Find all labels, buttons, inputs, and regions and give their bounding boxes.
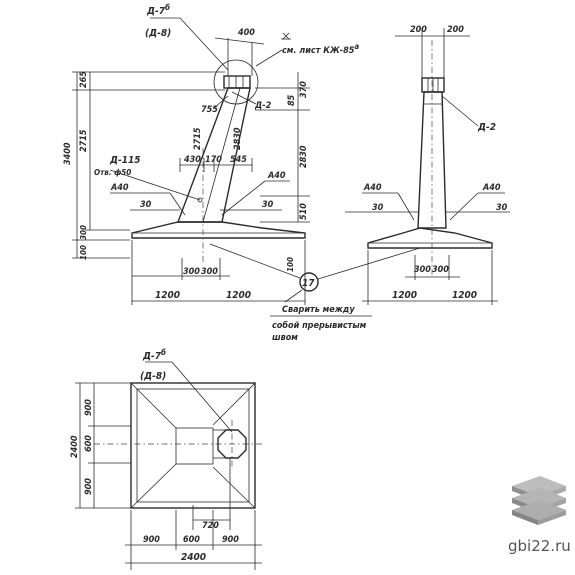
- front-a40-left: А40: [363, 183, 382, 193]
- dim-85: 85: [287, 94, 297, 106]
- dim-510: 510: [299, 203, 309, 220]
- front-dim-1200-right: 1200: [452, 290, 477, 301]
- front-view: 200 200 Д-2 А40 А40 30 30 300 300 1200 1…: [345, 25, 510, 305]
- plan-view: Д-7б (Д-8) 900 600 900 2400 720 900 600 …: [70, 347, 262, 570]
- slabs-logo-icon: [512, 476, 566, 525]
- plan-inner: [136, 388, 250, 503]
- dim-1200-right: 1200: [226, 290, 251, 301]
- node-ref-sub: (Д-8): [145, 28, 171, 39]
- plan-dim-900-r: 900: [222, 535, 239, 545]
- plan-dim-2400-h: 2400: [181, 552, 206, 563]
- dim-545: 545: [230, 155, 247, 165]
- front-dim-300-a: 300: [414, 265, 431, 275]
- plan-column-base: [175, 427, 214, 465]
- callout-number: 17: [302, 278, 315, 289]
- dim-30-right: 30: [262, 200, 274, 210]
- dim-400: 400: [238, 28, 255, 38]
- site-watermark: gbi22.ru: [508, 476, 571, 555]
- d2-side: Д-2: [254, 101, 272, 111]
- dim-2830-inner: 2830: [233, 127, 243, 150]
- dim-265: 265: [79, 71, 89, 88]
- dim-755: 755: [201, 105, 218, 115]
- dim-170: 170: [205, 155, 222, 165]
- dim-3400: 3400: [63, 142, 73, 165]
- dim-300-a: 300: [183, 267, 200, 277]
- front-dim-300-b: 300: [432, 265, 449, 275]
- side-detail-circle: [213, 59, 259, 105]
- front-dim-1200-left: 1200: [392, 290, 417, 301]
- front-base-plate: [367, 227, 493, 249]
- plan-dim-600: 600: [84, 435, 94, 452]
- dim-100-left: 100: [79, 245, 88, 260]
- plan-dim-900-top: 900: [84, 399, 94, 416]
- callout-circle: [299, 272, 319, 292]
- sheet-ref: см. лист КЖ-85а: [282, 42, 359, 56]
- front-a40-right: А40: [482, 183, 501, 193]
- node-ref-top: Д-7б: [146, 2, 170, 17]
- callout-line2: собой прерывистым: [272, 320, 367, 331]
- plan-dim-720: 720: [202, 521, 219, 531]
- a40-left: А40: [110, 183, 129, 193]
- dim-1200-left: 1200: [155, 290, 180, 301]
- watermark-text: gbi22.ru: [508, 537, 571, 555]
- dim-2715-left: 2715: [79, 129, 89, 152]
- dim-300-left: 300: [79, 225, 88, 240]
- hole-ref: Д-115: [109, 155, 141, 166]
- dim-30-left: 30: [140, 200, 152, 210]
- front-dim-200-b: 200: [447, 25, 464, 35]
- plan-dim-600-h: 600: [183, 535, 200, 545]
- plan-cap-octagon: [217, 429, 247, 459]
- plan-dim-2400-v: 2400: [70, 435, 80, 458]
- dim-430: 430: [184, 155, 201, 165]
- plan-dim-900-l: 900: [143, 535, 160, 545]
- dim-100-bottom: 100: [286, 257, 295, 272]
- front-dim-30-right: 30: [496, 203, 508, 213]
- dim-2715-inner: 2715: [193, 127, 203, 150]
- hole-label: Отв. ф50: [94, 168, 131, 177]
- callout-line3: швом: [272, 333, 298, 343]
- front-dim-200-a: 200: [410, 25, 427, 35]
- dim-370: 370: [299, 81, 309, 98]
- side-column-cap: [223, 75, 251, 89]
- a40-right: А40: [267, 171, 286, 181]
- dim-2830-right: 2830: [299, 145, 309, 168]
- plan-dim-900-bot: 900: [84, 478, 94, 495]
- front-dim-30-left: 30: [372, 203, 384, 213]
- plan-node-ref-top: Д-7б: [142, 347, 166, 362]
- side-base-plate: [131, 221, 306, 239]
- dim-300-b: 300: [201, 267, 218, 277]
- d2-front: Д-2: [477, 122, 496, 133]
- callout-line1: Сварить между: [282, 305, 355, 315]
- plan-node-ref-sub: (Д-8): [140, 371, 166, 382]
- side-view: 265 3400 2715 300 100 370 85 2830 510 27…: [63, 2, 359, 305]
- weld-callout: 17 Сварить между собой прерывистым швом: [209, 243, 421, 343]
